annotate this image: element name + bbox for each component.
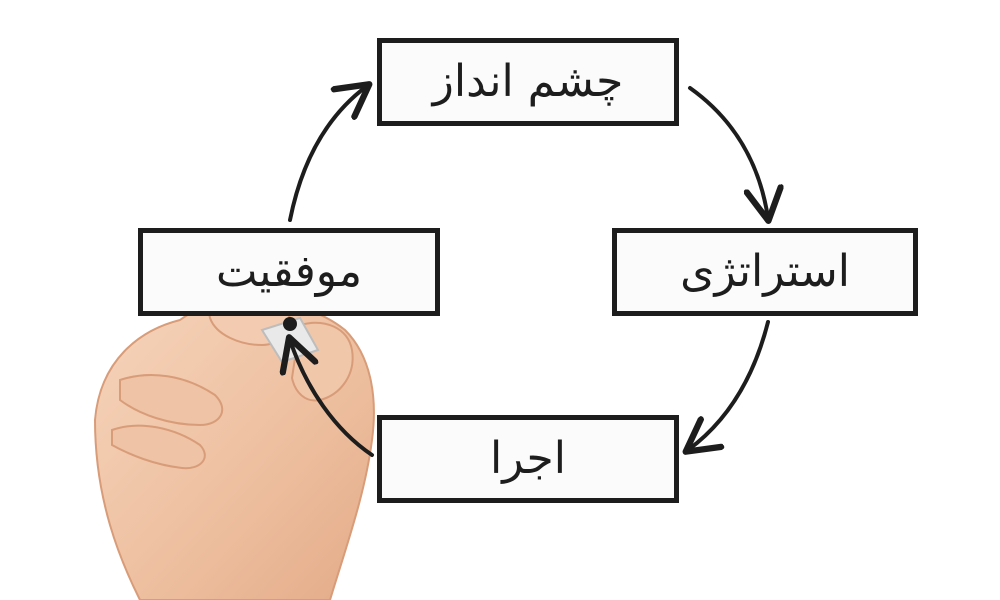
step-box-strategy: استراتژی [612,228,918,316]
step-box-vision: چشم انداز [377,38,679,126]
step-label-execution: اجرا [490,433,566,484]
step-label-success: موفقیت [215,246,363,297]
step-box-success: موفقیت [138,228,440,316]
arrow-top-to-right [688,86,768,218]
arrow-bottom-to-left [290,340,374,457]
arrow-right-to-bottom [688,320,770,450]
arrow-left-to-top [288,86,367,222]
step-label-strategy: استراتژی [680,246,850,297]
step-box-execution: اجرا [377,415,679,503]
step-label-vision: چشم انداز [432,56,624,107]
